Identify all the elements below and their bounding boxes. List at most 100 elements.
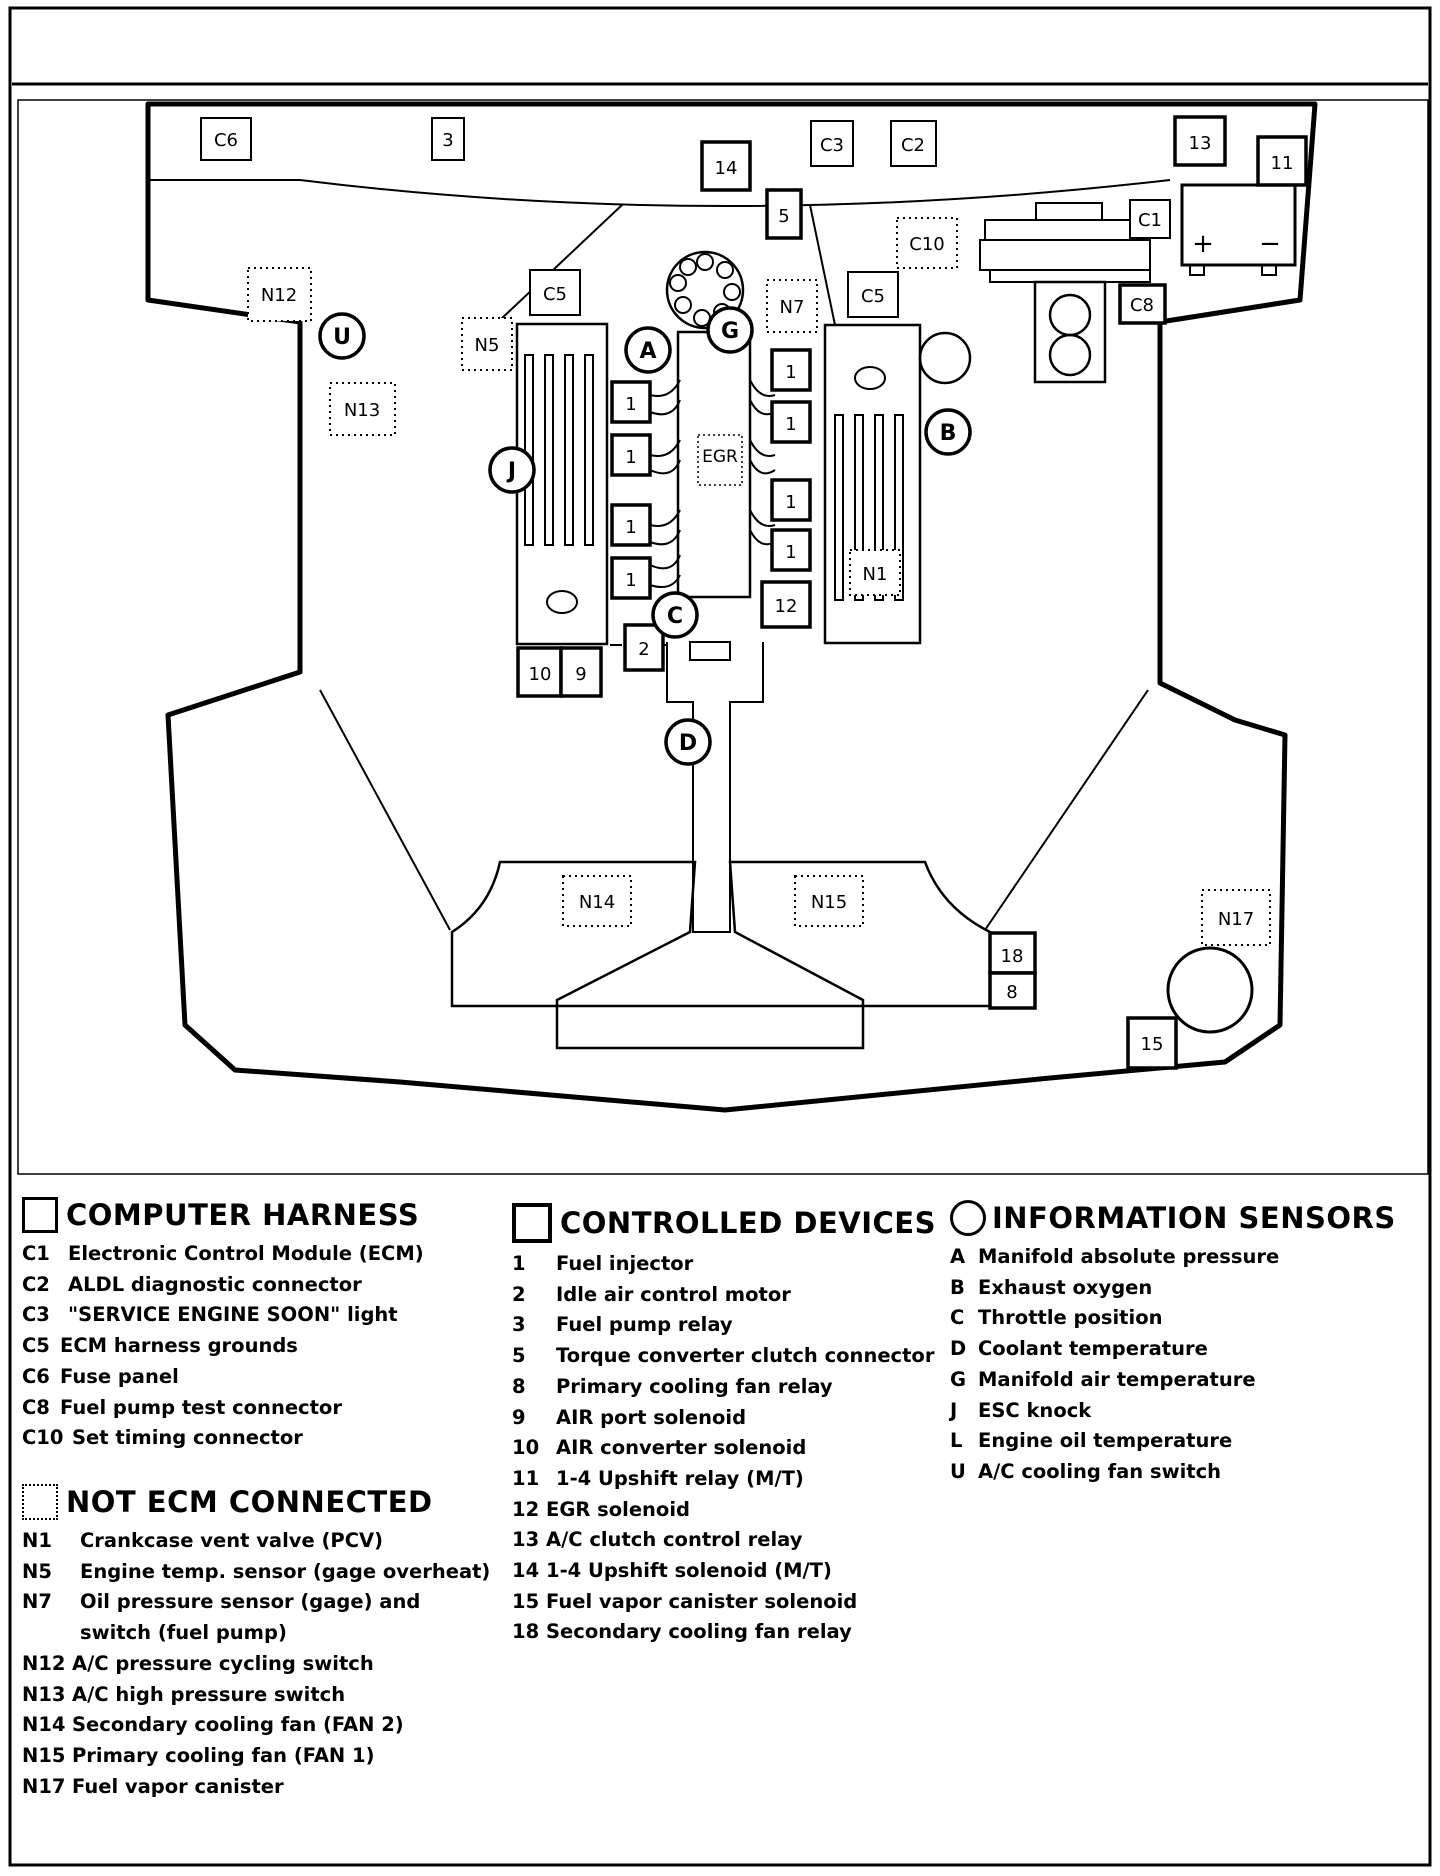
list-item: C3"SERVICE ENGINE SOON" light <box>22 1303 398 1327</box>
svg-text:C6: C6 <box>214 130 238 151</box>
svg-text:8: 8 <box>1006 982 1017 1003</box>
legend-harness-heading: COMPUTER HARNESS <box>22 1197 424 1233</box>
svg-text:U: U <box>333 325 351 350</box>
radiator-fan-shroud <box>450 860 992 1050</box>
component-n13: N13 <box>329 382 396 436</box>
egr-valve: EGR <box>697 434 743 486</box>
component-c1: C1 <box>1129 199 1171 239</box>
svg-text:11: 11 <box>1271 153 1294 174</box>
component-5: 5 <box>765 188 803 240</box>
battery-positive: + <box>1192 229 1214 259</box>
fuel-injector: 1 <box>770 400 812 444</box>
svg-text:C5: C5 <box>543 284 567 305</box>
svg-text:C3: C3 <box>820 135 844 156</box>
not-ecm-dotted-box-icon <box>22 1484 58 1520</box>
svg-text:18: 18 <box>1001 946 1024 967</box>
fuel-injector: 1 <box>610 503 652 547</box>
oil-filler <box>918 331 972 385</box>
svg-text:B: B <box>940 421 957 446</box>
fuel-injector: 1 <box>770 478 812 522</box>
legend-not-ecm-title: NOT ECM CONNECTED <box>66 1485 433 1519</box>
svg-text:1: 1 <box>785 362 796 383</box>
svg-text:N17: N17 <box>1218 909 1254 930</box>
svg-text:1: 1 <box>785 492 796 513</box>
component-n5: N5 <box>461 317 513 371</box>
sensor-u: U <box>318 312 366 360</box>
svg-text:1: 1 <box>785 542 796 563</box>
controlled-device-components: 14 5 13 11 C8 12 2 10 9 18 8 15 <box>516 115 1308 1070</box>
computer-harness-components: C6 3 C3 C2 C5 C5 C1 <box>200 117 1171 318</box>
svg-text:1: 1 <box>625 447 636 468</box>
component-c3: C3 <box>810 120 854 167</box>
right-bank-port <box>854 366 886 390</box>
sensor-d: D <box>664 718 712 766</box>
left-bank-fins <box>524 354 594 546</box>
list-item: switch (fuel pump) <box>80 1621 287 1645</box>
svg-text:N13: N13 <box>344 400 380 421</box>
svg-text:14: 14 <box>715 158 738 179</box>
component-n14: N14 <box>562 875 632 927</box>
component-9: 9 <box>559 646 603 698</box>
coolant-reservoir <box>1033 280 1107 384</box>
idle-air-housing <box>689 641 731 661</box>
sensor-circle-icon <box>950 1200 986 1236</box>
svg-text:N1: N1 <box>863 564 888 585</box>
component-c10: C10 <box>896 217 958 269</box>
sensor-j: J <box>488 446 536 494</box>
svg-text:1: 1 <box>625 570 636 591</box>
component-15: 15 <box>1126 1016 1178 1070</box>
svg-text:2: 2 <box>638 639 649 660</box>
egr-label: EGR <box>702 447 738 467</box>
battery-negative: − <box>1259 229 1281 259</box>
svg-text:15: 15 <box>1141 1034 1164 1055</box>
component-n7: N7 <box>766 279 818 333</box>
svg-text:C1: C1 <box>1138 210 1162 231</box>
harness-box-icon <box>22 1197 58 1233</box>
fuel-injector: 1 <box>610 433 652 477</box>
hose-left <box>499 204 623 321</box>
sensor-c: C <box>651 591 699 639</box>
fuel-injector: 1 <box>770 528 812 572</box>
svg-text:1: 1 <box>785 414 796 435</box>
fuel-injector: 1 <box>610 380 652 424</box>
fuel-injectors: 1 1 1 1 1 1 1 1 <box>610 348 812 600</box>
right-cylinder-bank <box>823 323 922 645</box>
svg-text:1: 1 <box>625 517 636 538</box>
component-14: 14 <box>700 140 752 192</box>
manifold-runners <box>649 379 776 588</box>
component-c2: C2 <box>890 120 937 167</box>
component-n1: N1 <box>849 549 901 596</box>
component-10: 10 <box>516 646 563 698</box>
vapor-canister <box>1166 946 1254 1034</box>
legend-sensors-heading: INFORMATION SENSORS <box>950 1200 1396 1236</box>
svg-text:A: A <box>639 339 656 364</box>
component-c6: C6 <box>200 117 252 161</box>
fuel-injector: 1 <box>610 556 652 600</box>
transmission-neck <box>666 642 764 933</box>
legend-controlled-heading: CONTROLLED DEVICES <box>512 1203 936 1243</box>
svg-text:3: 3 <box>442 130 453 151</box>
svg-text:C2: C2 <box>901 135 925 156</box>
right-rail-line <box>984 689 1149 931</box>
sensor-b: B <box>924 408 972 456</box>
